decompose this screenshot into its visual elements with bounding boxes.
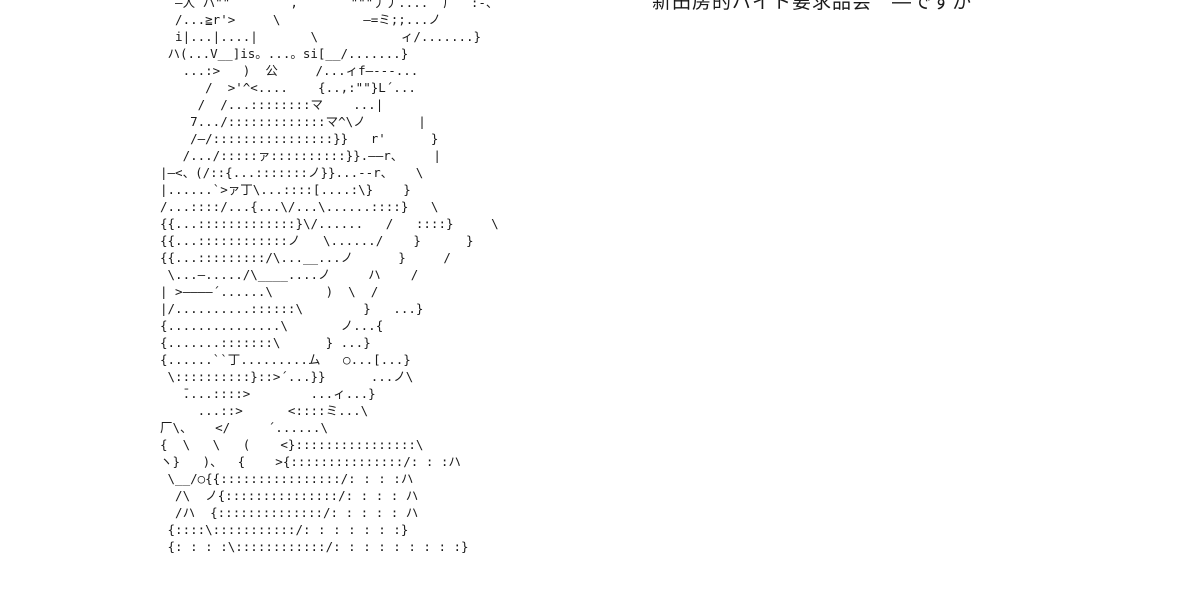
dialogue-text: 新田房的バイト要求品会 ―ですか (652, 0, 973, 13)
ascii-art-character: ´ ̄―人 ハ""´ , """丿丿.... 厂``:-、 /...≧r'> \… (160, 0, 499, 554)
